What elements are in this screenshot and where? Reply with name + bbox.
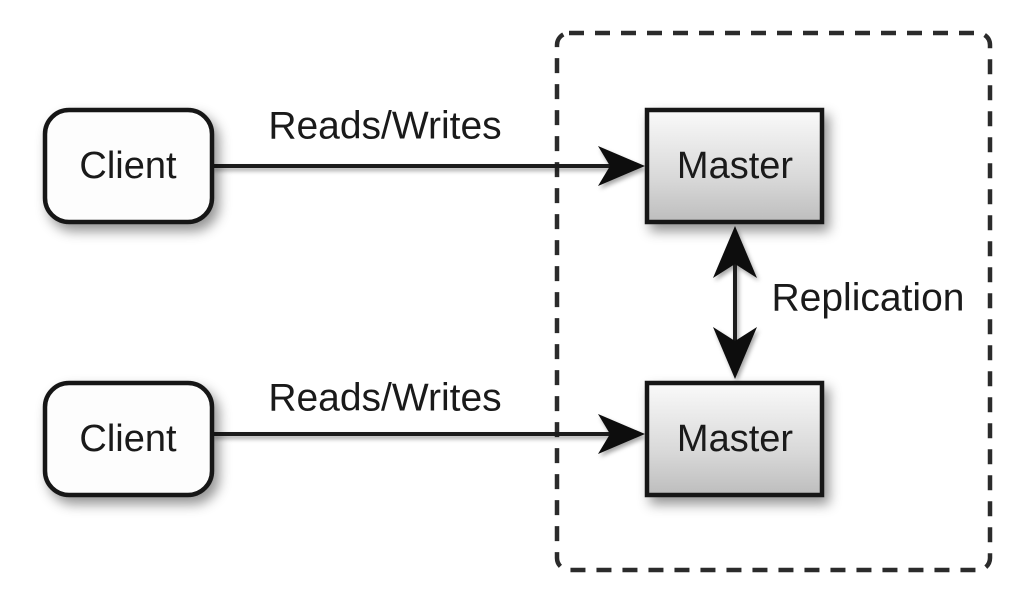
client-bottom-label: Client (79, 418, 177, 460)
replication-cluster-boundary (554, 30, 993, 573)
edge-label-replication: Replication (772, 276, 965, 319)
client-bottom-shape (42, 380, 215, 498)
node-client-top[interactable]: Client (42, 107, 215, 225)
node-master-top[interactable]: Master (644, 107, 825, 225)
node-master-bottom[interactable]: Master (644, 380, 825, 498)
master-top-shape (644, 107, 825, 225)
client-top-label: Client (79, 145, 177, 187)
master-bottom-shape (644, 380, 825, 498)
edge-reads-writes-bottom (212, 414, 645, 454)
edge-label-reads-writes-top: Reads/Writes (268, 104, 501, 147)
edge-reads-writes-top (212, 146, 645, 186)
node-client-bottom[interactable]: Client (42, 380, 215, 498)
edge-replication-arrow (713, 226, 757, 379)
client-top-shape (42, 107, 215, 225)
edge-label-reads-writes-bottom: Reads/Writes (268, 376, 501, 419)
master-top-label: Master (677, 145, 793, 187)
master-bottom-label: Master (677, 418, 793, 460)
